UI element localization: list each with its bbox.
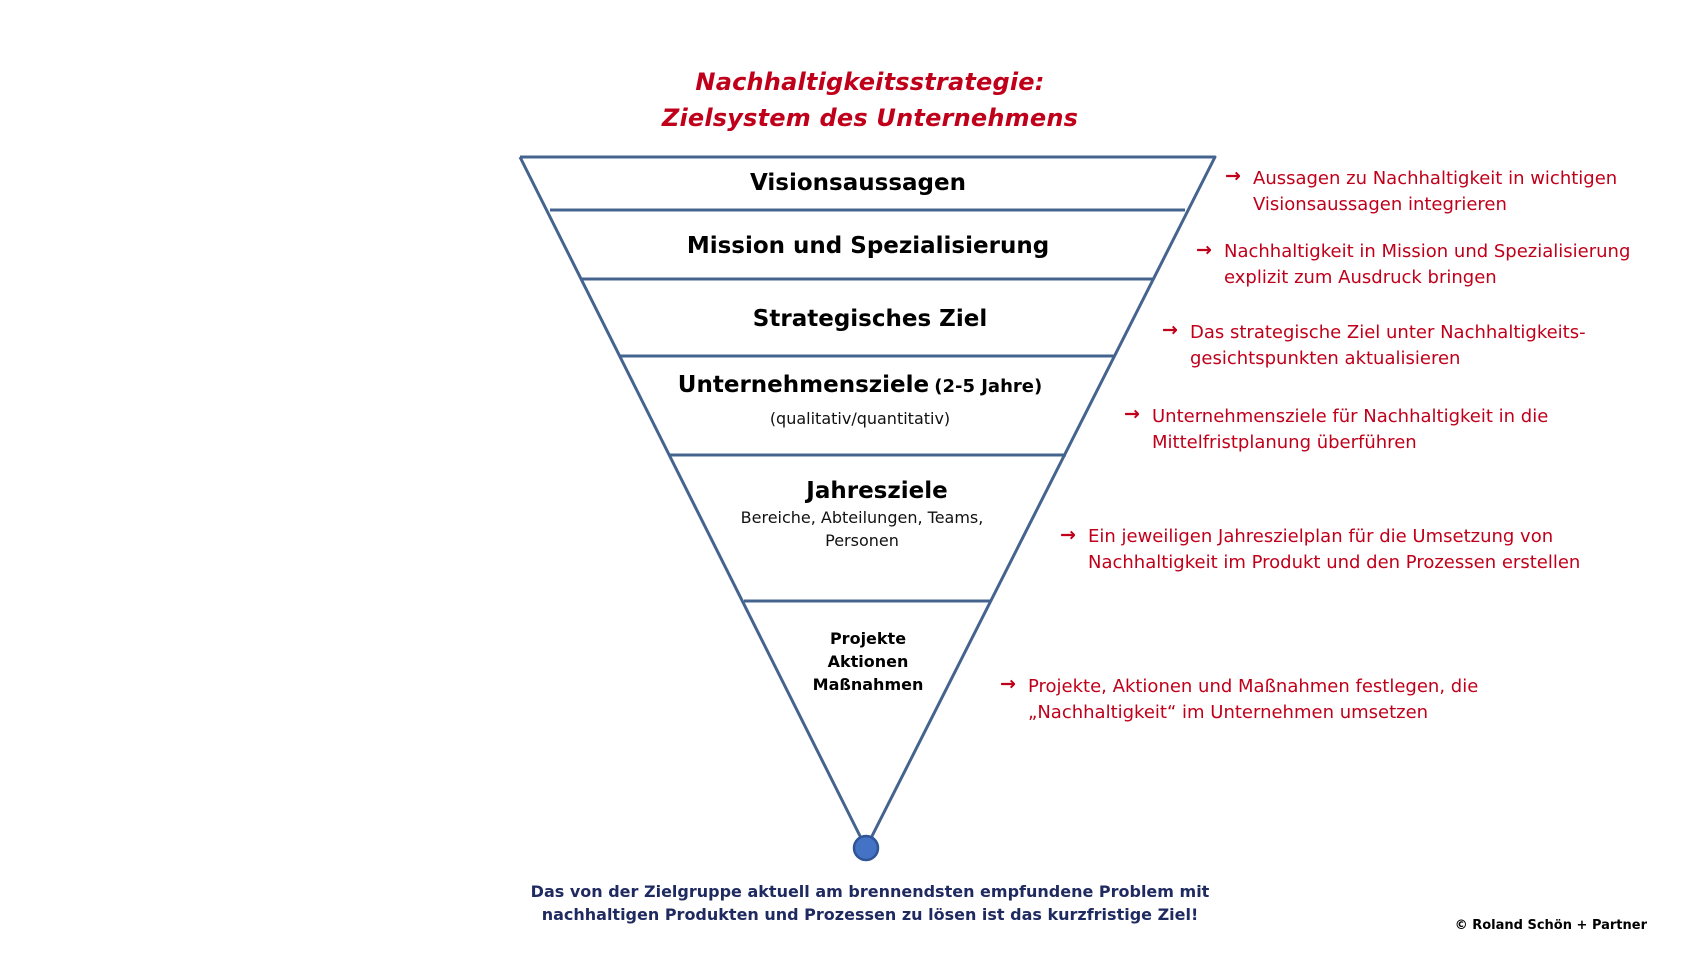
note-6-arrow-icon: → (1000, 673, 1016, 695)
note-5-line1: Ein jeweiligen Jahreszielplan für die Um… (1088, 526, 1554, 547)
note-4: Unternehmensziele für Nachhaltigkeit in … (1152, 404, 1548, 456)
note-6-line1: Projekte, Aktionen und Maßnahmen festleg… (1028, 676, 1479, 697)
note-2-line1: Nachhaltigkeit in Mission und Spezialisi… (1224, 241, 1631, 262)
note-3-line2: gesichtspunkten aktualisieren (1190, 348, 1461, 369)
funnel-tip-dot (852, 834, 880, 862)
note-1-line1: Aussagen zu Nachhaltigkeit in wichtigen (1253, 168, 1618, 189)
note-4-line1: Unternehmensziele für Nachhaltigkeit in … (1152, 406, 1549, 427)
level-unternehmensziele: Unternehmensziele (2-5 Jahre) (610, 372, 1110, 398)
copyright: © Roland Schön + Partner (1454, 918, 1647, 933)
note-6: Projekte, Aktionen und Maßnahmen festleg… (1028, 674, 1478, 726)
note-6-line2: „Nachhaltigkeit“ im Unternehmen umsetzen (1028, 702, 1429, 723)
level-jahresziele-sub1: Bereiche, Abteilungen, Teams, (740, 508, 984, 527)
note-1-arrow-icon: → (1225, 165, 1241, 187)
footer-line1: Das von der Zielgruppe aktuell am brenne… (530, 882, 1210, 901)
level-unternehmensziele-label: Unternehmensziele (677, 372, 930, 398)
note-3-arrow-icon: → (1162, 319, 1178, 341)
level-projekte: Projekte (829, 629, 907, 648)
funnel-outline (518, 155, 1217, 850)
level-jahresziele: Jahresziele (806, 478, 948, 504)
level-unternehmensziele-sub: (qualitativ/quantitativ) (769, 409, 951, 428)
level-unternehmensziele-zeitraum: (2-5 Jahre) (934, 376, 1043, 397)
note-1: Aussagen zu Nachhaltigkeit in wichtigen … (1253, 166, 1617, 218)
level-jahresziele-sub2: Personen (825, 531, 899, 550)
note-3-line1: Das strategische Ziel unter Nachhaltigke… (1190, 322, 1586, 343)
note-2: Nachhaltigkeit in Mission und Spezialisi… (1224, 239, 1630, 291)
footer-line2: nachhaltigen Produkten und Prozessen zu … (541, 905, 1199, 924)
level-aktionen: Aktionen (827, 652, 909, 671)
note-3: Das strategische Ziel unter Nachhaltigke… (1190, 320, 1586, 372)
level-massnahmen: Maßnahmen (812, 675, 924, 694)
note-5-arrow-icon: → (1060, 524, 1076, 546)
level-mission: Mission und Spezialisierung (686, 233, 1050, 259)
note-1-line2: Visionsaussagen integrieren (1253, 194, 1507, 215)
diagram-title-line1: Nachhaltigkeitsstrategie: (695, 68, 1045, 96)
level-visionsaussagen: Visionsaussagen (750, 170, 966, 196)
note-2-arrow-icon: → (1196, 239, 1212, 261)
note-2-line2: explizit zum Ausdruck bringen (1224, 267, 1497, 288)
level-strategisches-ziel: Strategisches Ziel (752, 306, 988, 332)
note-4-arrow-icon: → (1124, 403, 1140, 425)
note-4-line2: Mittelfristplanung überführen (1152, 432, 1417, 453)
note-5-line2: Nachhaltigkeit im Produkt und den Prozes… (1088, 552, 1581, 573)
diagram-title-line2: Zielsystem des Unternehmens (661, 104, 1079, 132)
note-5: Ein jeweiligen Jahreszielplan für die Um… (1088, 524, 1580, 576)
